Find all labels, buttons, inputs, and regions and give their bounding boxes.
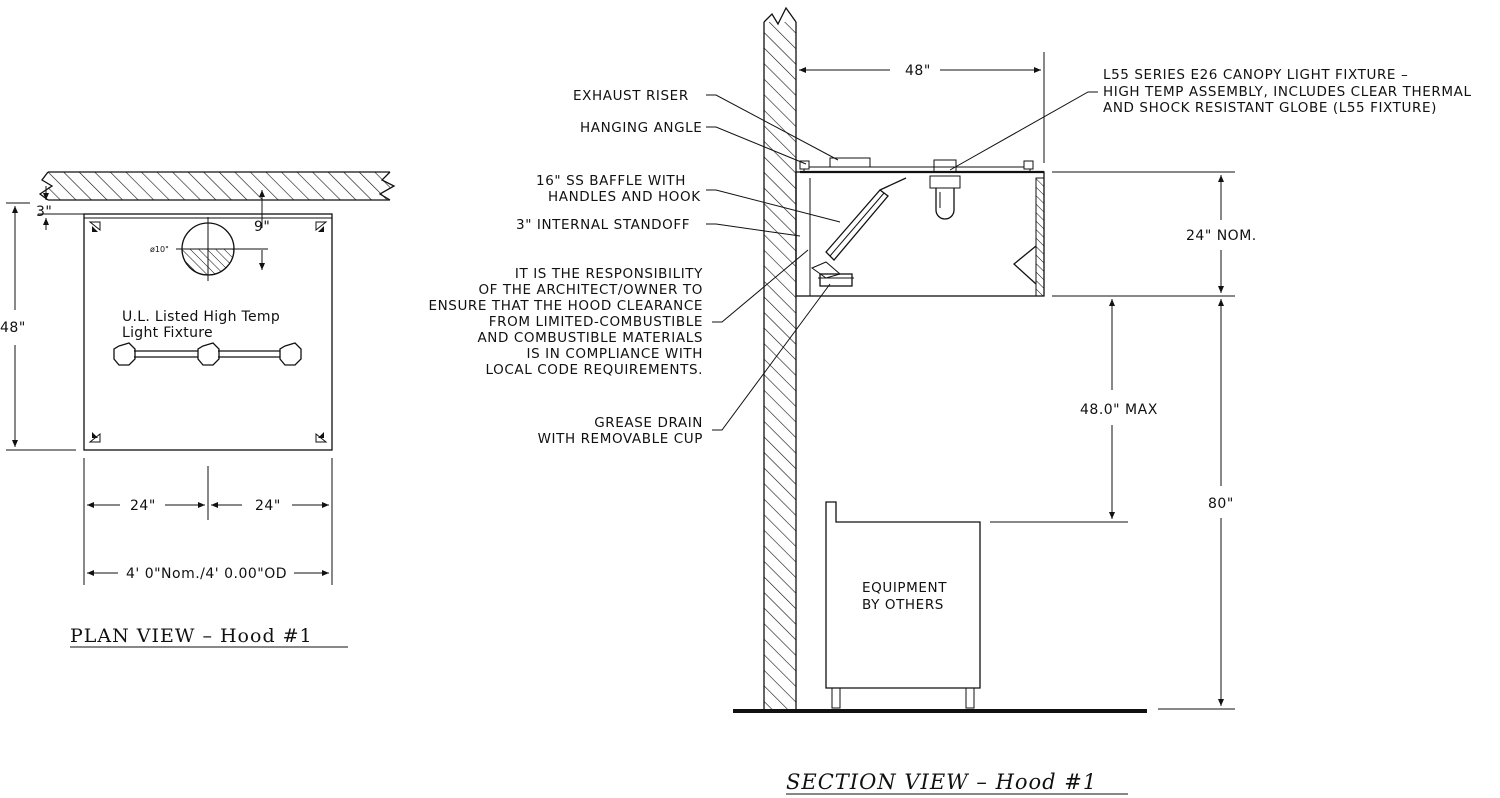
plan-view-title: PLAN VIEW – Hood #1 xyxy=(70,625,313,647)
callout-baffle-line1: 16" SS BAFFLE WITH xyxy=(536,173,686,189)
overall-width-dim: 4' 0"Nom./4' 0.00"OD xyxy=(126,566,287,582)
plan-view: ø10" 9" 3" 48" U.L. Listed High Temp Lig… xyxy=(0,171,396,648)
clearance-dim: 48.0" MAX xyxy=(1080,402,1158,418)
half-width-right-dim: 24" xyxy=(255,498,281,514)
note-line-4: FROM LIMITED-COMBUSTIBLE xyxy=(489,314,703,330)
callout-baffle-line2: HANDLES AND HOOK xyxy=(548,189,701,205)
light-label-line1: U.L. Listed High Temp xyxy=(122,309,280,325)
callout-grease-line2: WITH REMOVABLE CUP xyxy=(538,431,703,447)
callout-leaders xyxy=(706,91,1098,431)
equipment-box xyxy=(825,501,981,709)
section-light-globe-icon xyxy=(929,159,961,220)
callout-light-line1: L55 SERIES E26 CANOPY LIGHT FIXTURE – xyxy=(1103,67,1408,83)
plan-light-fixture-icon xyxy=(113,342,302,366)
plan-depth-dim: 48" xyxy=(0,320,26,336)
light-label-line2: Light Fixture xyxy=(122,325,213,341)
note-line-1: IT IS THE RESPONSIBILITY xyxy=(515,266,703,282)
hood-section xyxy=(795,157,1045,297)
equipment-label-line2: BY OTHERS xyxy=(862,597,944,613)
half-width-left-dim: 24" xyxy=(130,498,156,514)
section-view-title: SECTION VIEW – Hood #1 xyxy=(786,770,1097,794)
callout-light-line2: HIGH TEMP ASSEMBLY, INCLUDES CLEAR THERM… xyxy=(1103,84,1472,100)
floor-height-dim: 80" xyxy=(1208,496,1234,512)
plan-wall xyxy=(38,171,396,201)
note-line-2: OF THE ARCHITECT/OWNER TO xyxy=(478,282,703,298)
callout-light-line3: AND SHOCK RESISTANT GLOBE (L55 FIXTURE) xyxy=(1103,100,1437,116)
wall-offset-dim: 3" xyxy=(36,204,52,220)
plan-hood-outline xyxy=(83,213,333,451)
code-compliance-note: IT IS THE RESPONSIBILITY OF THE ARCHITEC… xyxy=(428,266,704,378)
hanger-bracket-icons xyxy=(88,221,328,443)
callout-standoff: 3" INTERNAL STANDOFF xyxy=(516,217,690,233)
section-depth-dim: 48" xyxy=(905,63,931,79)
equipment-label-line1: EQUIPMENT xyxy=(862,580,947,596)
collar-offset-dim: 9" xyxy=(254,219,270,235)
exhaust-collar-icon xyxy=(176,217,240,281)
note-line-6: IS IN COMPLIANCE WITH xyxy=(527,346,703,362)
hood-height-dim: 24" NOM. xyxy=(1186,228,1257,244)
callout-hanging-angle: HANGING ANGLE xyxy=(580,120,702,136)
callout-grease-line1: GREASE DRAIN xyxy=(594,415,703,431)
collar-diameter-label: ø10" xyxy=(150,245,169,254)
section-wall xyxy=(763,6,797,710)
section-view: 48" 24" NOM. 48.0" MAX 80" EQUIPMENT BY … xyxy=(428,6,1472,795)
note-line-5: AND COMBUSTIBLE MATERIALS xyxy=(477,330,703,346)
note-line-7: LOCAL CODE REQUIREMENTS. xyxy=(486,362,704,378)
note-line-3: ENSURE THAT THE HOOD CLEARANCE xyxy=(428,298,703,314)
callout-exhaust-riser: EXHAUST RISER xyxy=(573,88,689,104)
